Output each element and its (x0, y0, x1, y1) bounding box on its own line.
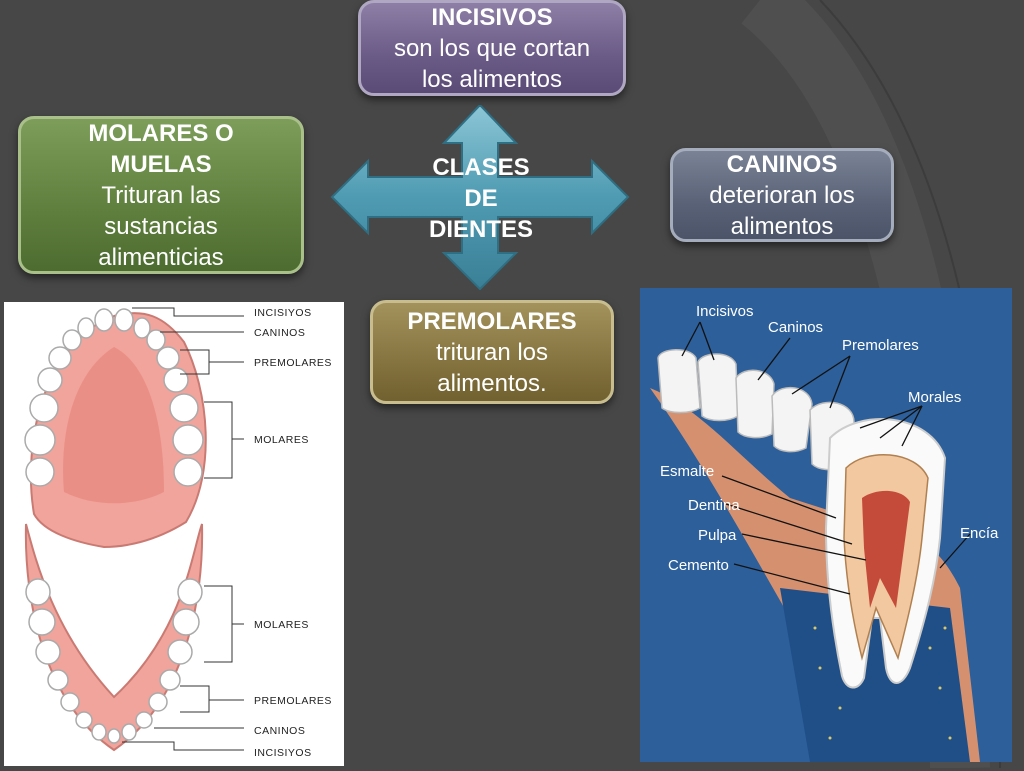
dental-arch-diagram: INCISIYOS CANINOS PREMOLARES MOLARES MOL… (4, 302, 344, 766)
caninos-text-1: deterioran los (709, 181, 855, 209)
molares-title-2: MUELAS (110, 150, 212, 178)
incisivos-text-2: los alimentos (421, 65, 563, 93)
left-label-molares-bottom: MOLARES (254, 619, 309, 631)
right-label-incisivos: Incisivos (696, 303, 754, 320)
left-label-caninos-bottom: CANINOS (254, 725, 305, 737)
four-way-arrow (330, 105, 630, 290)
center-line-2: DE (464, 185, 498, 212)
left-label-caninos-top: CANINOS (254, 327, 305, 339)
caninos-title: CANINOS (726, 150, 838, 178)
left-label-incisivos-top: INCISIYOS (254, 307, 312, 319)
molares-text-2: sustancias (104, 212, 218, 240)
premolares-title: PREMOLARES (407, 307, 577, 335)
right-label-caninos: Caninos (768, 319, 823, 336)
center-line-3: DIENTES (428, 216, 533, 243)
premolares-text-2: alimentos. (437, 369, 547, 397)
premolares-text-1: trituran los (435, 338, 549, 366)
molares-box: MOLARES O MUELAS Trituran las sustancias… (18, 116, 304, 274)
molares-text-1: Trituran las (101, 181, 221, 209)
right-label-esmalte: Esmalte (660, 463, 714, 480)
right-label-dentina: Dentina (688, 497, 740, 514)
left-label-incisivos-bottom: INCISIYOS (254, 747, 312, 759)
left-label-premolares-top: PREMOLARES (254, 357, 332, 369)
left-label-molares-top: MOLARES (254, 434, 309, 446)
right-label-pulpa: Pulpa (698, 527, 737, 544)
right-label-cemento: Cemento (668, 557, 729, 574)
caninos-box: CANINOS deterioran los alimentos (670, 148, 894, 242)
incisivos-title: INCISIVOS (431, 3, 553, 31)
incisivos-box: INCISIVOS son los que cortan los aliment… (358, 0, 626, 96)
right-label-morales: Morales (908, 389, 961, 406)
premolares-box: PREMOLARES trituran los alimentos. (370, 300, 614, 404)
caninos-text-2: alimentos (730, 212, 834, 240)
right-label-encia: Encía (960, 525, 999, 542)
left-label-premolares-bottom: PREMOLARES (254, 695, 332, 707)
right-label-premolares: Premolares (842, 337, 919, 354)
tooth-cross-section-diagram: Incisivos Caninos Premolares Morales Esm… (640, 288, 1012, 762)
molares-title-1: MOLARES O (88, 119, 234, 147)
incisivos-text-1: son los que cortan (393, 34, 591, 62)
center-line-1: CLASES (432, 154, 530, 181)
center-title: CLASES DE DIENTES (414, 152, 548, 245)
molares-text-3: alimenticias (98, 243, 224, 271)
